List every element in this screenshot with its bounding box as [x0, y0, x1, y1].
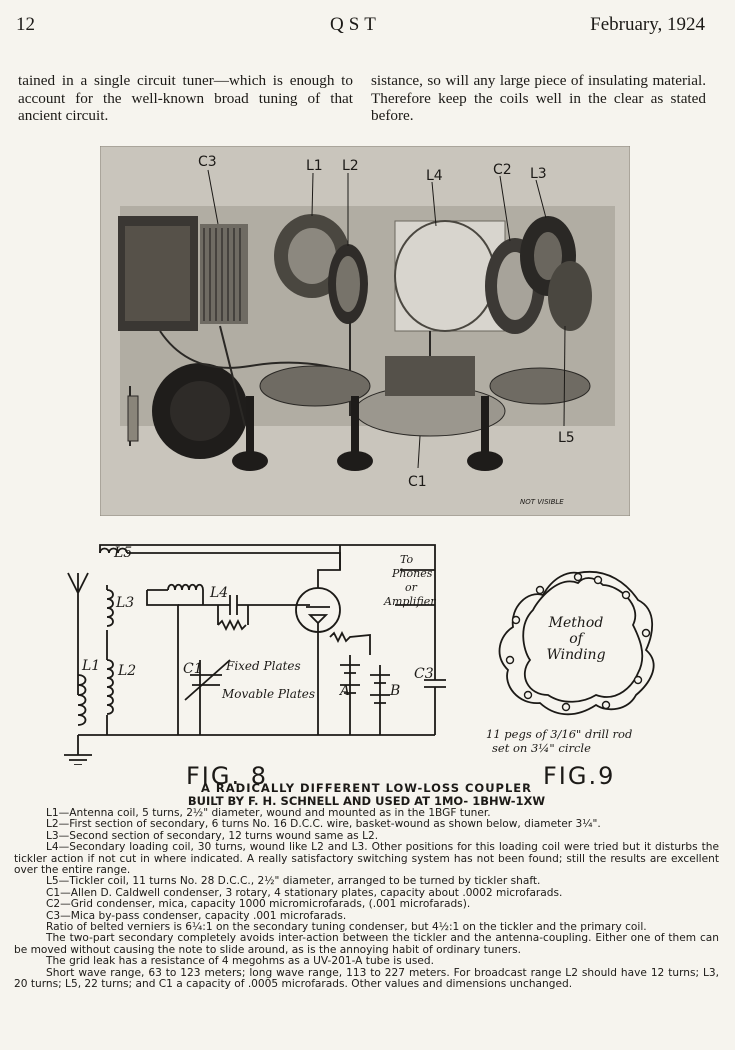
- photo-label-l3: L3: [530, 166, 547, 182]
- caption-subtitle: BUILT BY F. H. SCHNELL AND USED AT 1MO- …: [187, 794, 546, 808]
- paragraph-verniers: Ratio of belted verniers is 6¼:1 on the …: [46, 921, 647, 934]
- fig8-title: FIG. 8: [186, 762, 269, 790]
- text-column-left: tained in a single circuit tuner—which i…: [18, 72, 353, 125]
- fig8-label-b: B: [389, 683, 400, 699]
- fig8-label-l5: L5: [113, 545, 132, 561]
- fig9-winding-diagram: Method of Winding 11 pegs of 3/16" drill…: [486, 570, 655, 755]
- spec-l2: L2—First section of secondary, 6 turns N…: [46, 818, 601, 831]
- page-number: 12: [16, 14, 35, 35]
- spec-l4: L4—Secondary loading coil, 30 turns, wou…: [14, 841, 719, 877]
- issue-date: February, 1924: [590, 14, 705, 35]
- fig8-label-movable-plates: Movable Plates: [221, 687, 315, 701]
- photo-label-l4: L4: [426, 168, 443, 184]
- paragraph-left: tained in a single circuit tuner—which i…: [18, 72, 353, 124]
- fig8-schematic: L5 L3 L4 L1 L2 C1 C3 A B Fixed Plates Mo…: [64, 544, 446, 765]
- photo-label-c2: C2: [493, 162, 512, 178]
- fig8-label-c3: C3: [414, 666, 434, 682]
- photo-label-l5: L5: [558, 430, 575, 446]
- spec-l5: L5—Tickler coil, 11 turns No. 28 D.C.C.,…: [46, 875, 541, 888]
- fig9-note-line2: set on 3¼" circle: [492, 741, 591, 755]
- fig8-label-l1: L1: [81, 658, 100, 674]
- fig9-method: Method: [548, 615, 604, 631]
- photo-label-l2: L2: [342, 158, 359, 174]
- caption-title: A RADICALLY DIFFERENT LOW-LOSS COUPLER: [201, 781, 532, 795]
- fig8-label-phones: Phones: [391, 567, 433, 580]
- photo-label-l1: L1: [306, 158, 323, 174]
- spec-l3: L3—Second section of secondary, 12 turns…: [46, 829, 379, 842]
- spec-c1: C1—Allen D. Caldwell condenser, 3 rotary…: [46, 886, 563, 899]
- fig8-label-to: To: [400, 553, 413, 566]
- fig8-label-l2: L2: [117, 663, 136, 679]
- photo-label-c1: C1: [408, 474, 427, 490]
- photo-label-c3: C3: [198, 154, 217, 170]
- fig8-label-a: A: [338, 683, 350, 699]
- text-column-right: sistance, so will any large piece of ins…: [371, 72, 706, 125]
- paragraph-secondary: The two-part secondary completely avoids…: [14, 932, 719, 956]
- fig8-label-or: or: [405, 581, 418, 594]
- paragraph-right: sistance, so will any large piece of ins…: [371, 72, 706, 124]
- coupler-photograph: C3 L1 L2 L4 C2 L3 L5 C1 NOT VISIBLE: [100, 146, 630, 516]
- spec-l1: L1—Antenna coil, 5 turns, 2½" diameter, …: [46, 807, 491, 819]
- not-visible-note: NOT VISIBLE: [520, 498, 564, 506]
- paragraph-range: Short wave range, 63 to 123 meters; long…: [14, 966, 719, 991]
- fig8-label-amplifier: Amplifier: [383, 595, 436, 608]
- fig8-label-l3: L3: [115, 595, 134, 611]
- caption-block: A RADICALLY DIFFERENT LOW-LOSS COUPLER B…: [14, 782, 719, 991]
- fig9-of: of: [569, 631, 585, 647]
- spec-c2: C2—Grid condenser, mica, capacity 1000 m…: [46, 898, 471, 911]
- fig9-title: FIG.9: [543, 762, 616, 790]
- fig8-label-fixed-plates: Fixed Plates: [225, 659, 301, 673]
- fig8-label-l4: L4: [209, 585, 228, 601]
- fig9-note-line1: 11 pegs of 3/16" drill rod: [486, 727, 632, 741]
- spec-c3: C3—Mica by-pass condenser, capacity .001…: [46, 909, 347, 922]
- fig8-label-c1: C1: [183, 661, 203, 677]
- paragraph-grid-leak: The grid leak has a resistance of 4 mego…: [46, 955, 434, 968]
- journal-title: QST: [330, 14, 381, 35]
- fig9-winding: Winding: [546, 647, 605, 663]
